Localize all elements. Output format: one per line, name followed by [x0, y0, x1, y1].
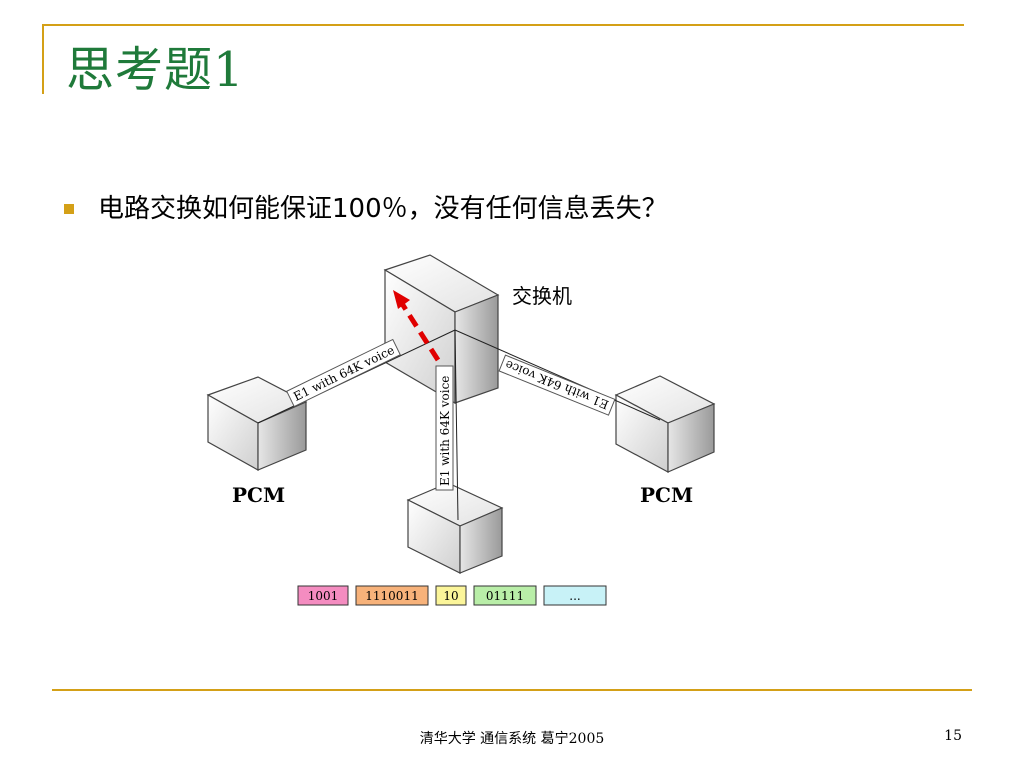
bit-block-text: 1110011 [365, 589, 418, 603]
page-number: 15 [944, 728, 962, 744]
bit-block-text: ... [569, 589, 580, 603]
link-bottom-line [454, 329, 459, 521]
link-right-line [454, 329, 661, 421]
link-bottom-label-box: E1 with 64K voice [435, 365, 454, 491]
link-right-label: E1 with 64K voice [503, 357, 611, 411]
bit-block: 1110011 [355, 585, 429, 606]
bullet-text: 电路交换如何能保证100％，没有任何信息丢失？ [98, 194, 668, 224]
footer-divider-line [52, 689, 972, 691]
bit-block: 01111 [473, 585, 537, 606]
bit-block-row: 1001 1110011 10 01111... [297, 585, 607, 606]
switch-label: 交换机 [512, 284, 572, 308]
footer-text: 清华大学 通信系统 葛宁2005 [419, 731, 605, 747]
slide-title: 思考题1 [66, 42, 245, 98]
bit-block-text: 10 [443, 589, 458, 603]
bit-block-text: 1001 [308, 589, 339, 603]
link-left-label-box: E1 with 64K voice [286, 338, 401, 408]
bit-block: ... [543, 585, 607, 606]
link-right-label-box: E1 with 64K voice [498, 354, 616, 416]
link-left-label: E1 with 64K voice [291, 343, 396, 404]
switch-box [383, 254, 500, 405]
title-frame-top-line [42, 24, 964, 26]
bottom-terminal-box [406, 482, 504, 574]
link-bottom-label: E1 with 64K voice [438, 376, 452, 486]
bit-block: 1001 [297, 585, 349, 606]
red-dashed-arrow-icon [393, 290, 441, 362]
title-frame-left-line [42, 24, 44, 94]
bullet-square-icon [64, 204, 74, 214]
bit-block: 10 [435, 585, 467, 606]
pcm-right-label: PCM [640, 483, 693, 507]
pcm-left-label: PCM [232, 483, 285, 507]
pcm-right-box [614, 375, 716, 474]
bit-block-text: 01111 [486, 589, 524, 603]
